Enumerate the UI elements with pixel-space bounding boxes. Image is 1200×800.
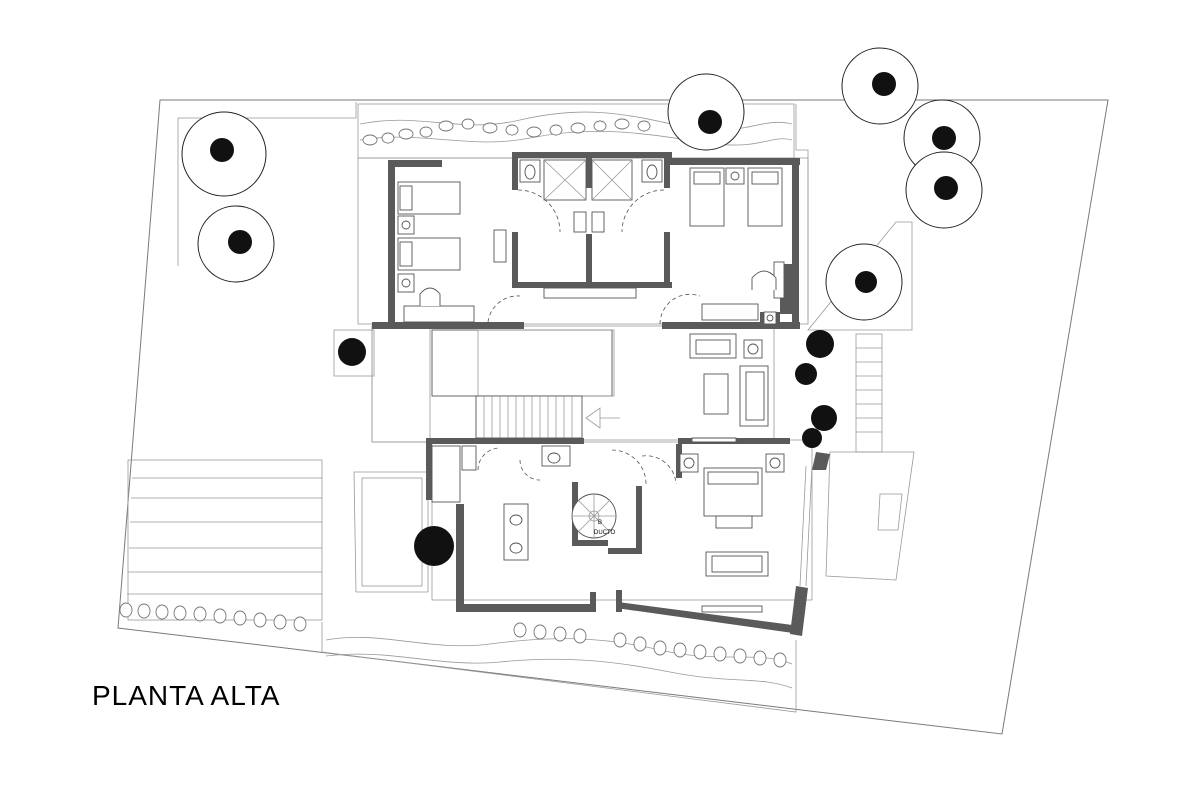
tree xyxy=(667,73,745,151)
bedroom-left-furniture xyxy=(397,181,507,323)
shrub xyxy=(414,526,454,566)
parking-stripes xyxy=(127,459,323,621)
family-room-furniture xyxy=(689,333,769,443)
shrub xyxy=(811,405,837,431)
shrub xyxy=(806,330,834,358)
drawing-title: PLANTA ALTA xyxy=(92,680,281,711)
tree xyxy=(181,111,267,197)
stair-void xyxy=(431,329,620,439)
shrub xyxy=(795,363,817,385)
shrub xyxy=(338,338,366,366)
bottom-pebbles xyxy=(119,602,787,668)
site-boundary xyxy=(117,99,1109,735)
tree xyxy=(841,47,919,125)
top-terrace xyxy=(357,103,795,159)
top-pebbles xyxy=(362,118,651,146)
bedroom-right-furniture xyxy=(487,167,785,325)
stair-mark: B xyxy=(598,520,602,526)
tree xyxy=(905,151,983,229)
lower-bath xyxy=(431,445,677,561)
shrub xyxy=(802,428,822,448)
tree xyxy=(825,243,903,321)
duct-label: DUCTO xyxy=(594,530,616,536)
left-garden-frame xyxy=(177,102,357,266)
tree xyxy=(197,205,275,283)
walls xyxy=(372,152,830,636)
central-bathrooms xyxy=(517,159,665,299)
master-bedroom-furniture xyxy=(679,453,813,613)
